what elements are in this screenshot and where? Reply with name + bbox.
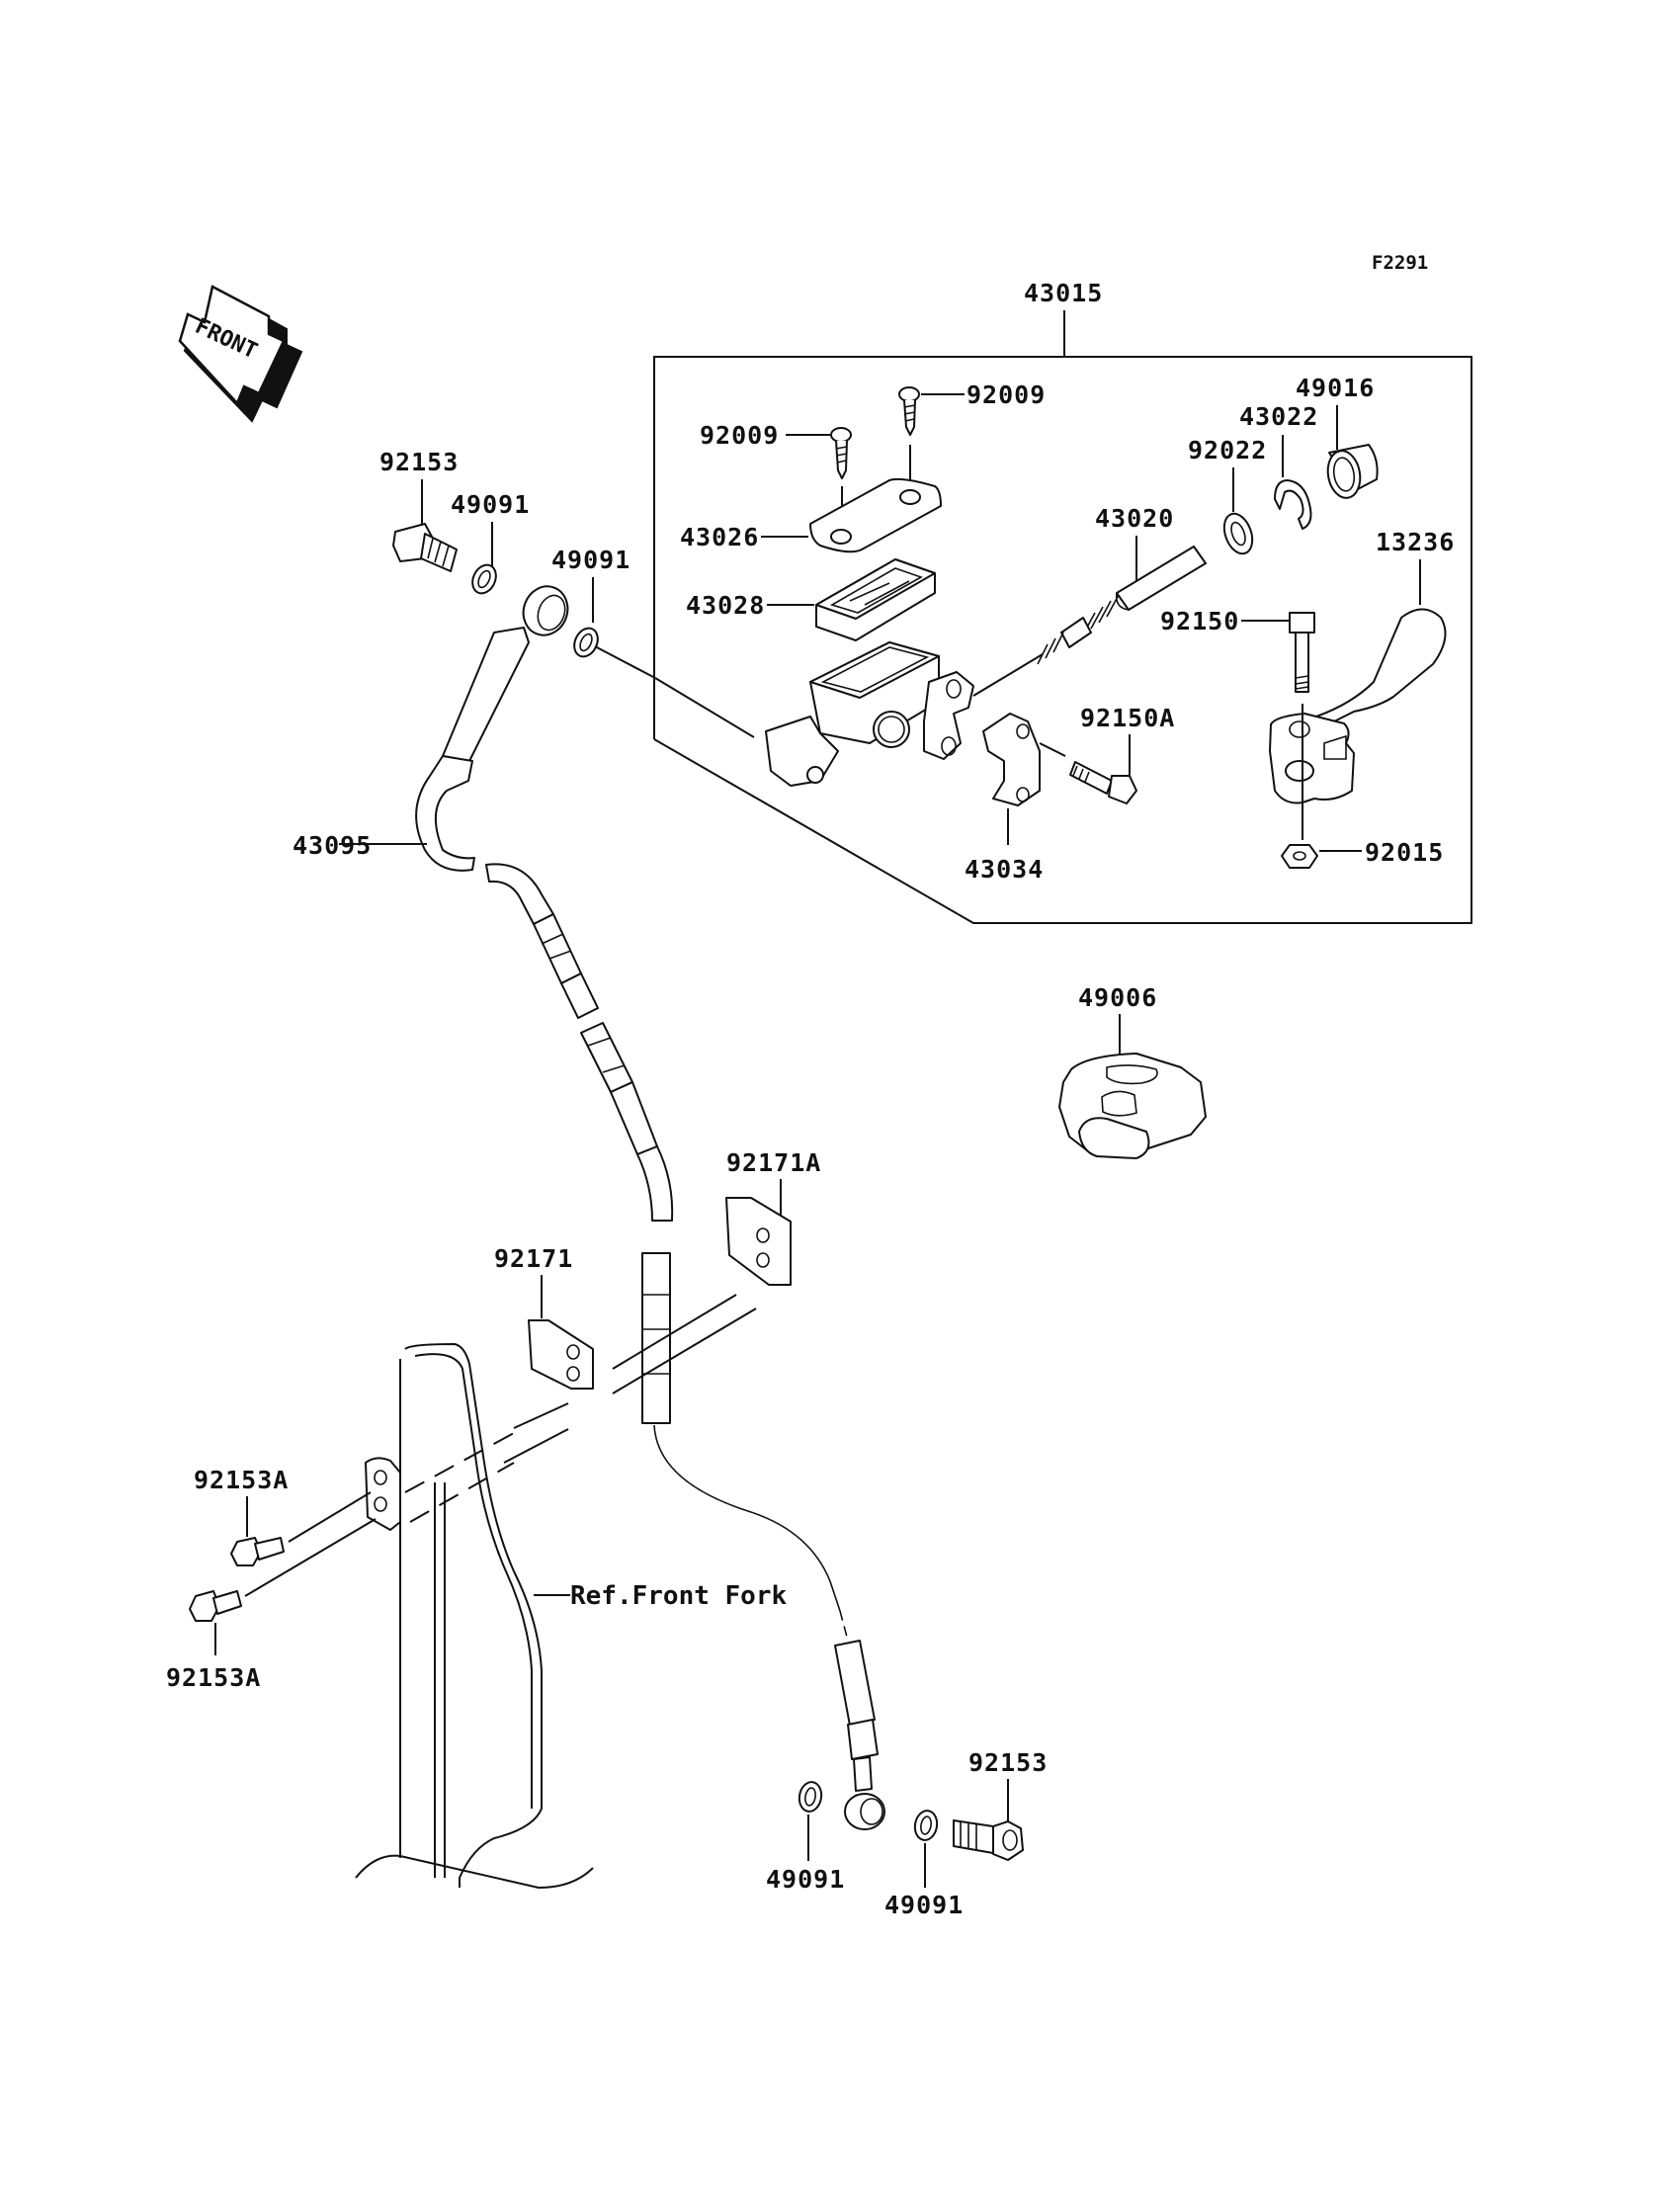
label-92150A[interactable]: 92150A — [1080, 704, 1175, 732]
label-43020[interactable]: 43020 — [1095, 504, 1174, 533]
washer-49091-a: 49091 — [451, 490, 530, 595]
label-43028[interactable]: 43028 — [686, 591, 765, 620]
label-92153-top[interactable]: 92153 — [379, 448, 459, 476]
label-92022[interactable]: 92022 — [1188, 436, 1267, 465]
diaphragm-43028: 43028 — [686, 558, 936, 641]
label-92153A-bottom[interactable]: 92153A — [166, 1663, 261, 1692]
clamp-bolt-92150A: 92150A — [1039, 704, 1175, 804]
front-arrow-icon: FRONT — [178, 285, 303, 423]
leader-banjo-to-body — [654, 677, 755, 738]
label-ref-front-fork[interactable]: Ref.Front Fork — [570, 1581, 787, 1611]
lever-13236: 13236 — [1269, 528, 1455, 804]
bolt-92153A-bottom: 92153A — [166, 1518, 377, 1692]
label-92153-bottom[interactable]: 92153 — [968, 1748, 1048, 1777]
circlip-43022: 43022 — [1239, 402, 1318, 530]
front-fork-reference: Ref.Front Fork — [355, 1342, 787, 1890]
label-43095[interactable]: 43095 — [293, 831, 372, 860]
label-43015[interactable]: 43015 — [1024, 279, 1103, 307]
piston-43020: 43020 — [972, 504, 1207, 697]
washer-49091-d: 49091 — [884, 1810, 964, 1919]
assembly-43015-group: 43015 — [653, 279, 1472, 924]
label-92153A-top[interactable]: 92153A — [194, 1466, 289, 1494]
label-49006[interactable]: 49006 — [1078, 983, 1157, 1012]
label-49016[interactable]: 49016 — [1296, 374, 1375, 402]
boot-49016: 49016 — [1296, 374, 1379, 499]
washer-49091-b: 49091 — [551, 546, 656, 679]
label-43022[interactable]: 43022 — [1239, 402, 1318, 431]
washer-49091-c: 49091 — [766, 1781, 845, 1894]
assembly-43015-frame — [653, 356, 1472, 924]
label-92171A[interactable]: 92171A — [726, 1148, 821, 1177]
holder-clamp-43034: 43034 — [965, 713, 1044, 884]
label-49091-d[interactable]: 49091 — [884, 1891, 964, 1919]
bolt-92153A-top: 92153A — [194, 1466, 372, 1566]
screw-92009-a: 92009 — [700, 421, 852, 529]
reservoir-cap-43026: 43026 — [680, 477, 942, 553]
brake-hose-43095: 43095 — [293, 585, 885, 1830]
nut-92015: 92015 — [1281, 838, 1444, 869]
banjo-bolt-92153-top: 92153 — [379, 448, 459, 572]
label-13236[interactable]: 13236 — [1376, 528, 1455, 556]
clamp-92171A: 92171A — [725, 1148, 821, 1286]
screw-92009-b: 92009 — [898, 380, 1046, 491]
label-92009-b[interactable]: 92009 — [966, 380, 1046, 409]
label-49091-a[interactable]: 49091 — [451, 490, 530, 519]
label-43026[interactable]: 43026 — [680, 523, 759, 551]
label-49091-b[interactable]: 49091 — [551, 546, 630, 574]
pivot-bolt-92150: 92150 — [1160, 607, 1315, 840]
master-cylinder-body — [654, 641, 974, 787]
label-49091-c[interactable]: 49091 — [766, 1865, 845, 1894]
lever-cover-49006: 49006 — [1058, 983, 1207, 1159]
figure-code: F2291 — [1372, 252, 1428, 274]
label-92150[interactable]: 92150 — [1160, 607, 1239, 635]
label-92171[interactable]: 92171 — [494, 1244, 573, 1273]
label-92009-a[interactable]: 92009 — [700, 421, 779, 450]
washer-92022: 92022 — [1188, 436, 1267, 555]
label-92015[interactable]: 92015 — [1365, 838, 1444, 867]
banjo-bolt-92153-bottom: 92153 — [953, 1748, 1048, 1861]
fork-mount-tab — [365, 1457, 401, 1531]
label-43034[interactable]: 43034 — [965, 855, 1044, 884]
clamp-92171: 92171 — [494, 1244, 757, 1464]
